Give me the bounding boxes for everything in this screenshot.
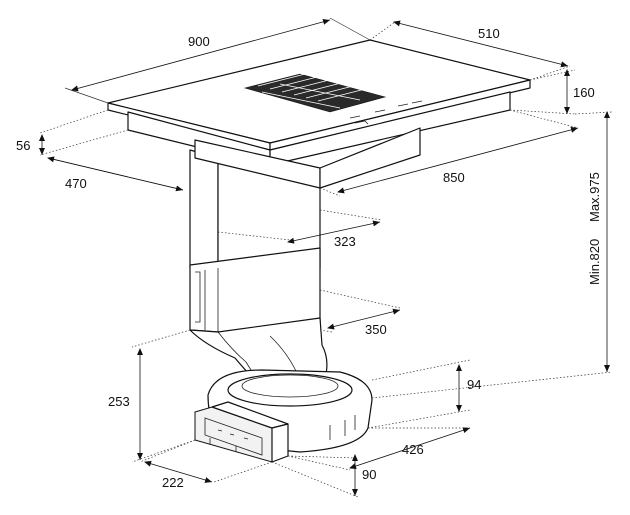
dim-label-min-820: Min.820: [587, 239, 602, 285]
dim-90: 90: [271, 454, 376, 498]
dim-label-850: 850: [443, 170, 465, 185]
dim-total-height: Min.820 Max.975: [371, 111, 613, 399]
dim-160: 160: [509, 69, 595, 115]
dim-94: 94: [367, 359, 481, 429]
dim-850: 850: [319, 109, 579, 197]
dim-label-222: 222: [162, 475, 184, 490]
dim-253: 253: [108, 329, 196, 463]
dim-350: 350: [319, 289, 401, 337]
outlet-flange: [194, 401, 289, 463]
dim-label-350: 350: [365, 322, 387, 337]
dim-label-56: 56: [16, 138, 30, 153]
dim-470: 470: [47, 156, 184, 192]
dim-label-94: 94: [467, 377, 481, 392]
dim-900: 900: [64, 17, 371, 104]
dim-label-900: 900: [188, 34, 210, 49]
dim-323: 323: [217, 209, 383, 249]
dim-label-160: 160: [573, 85, 595, 100]
dim-426: 426: [287, 427, 471, 471]
dim-label-426: 426: [402, 442, 424, 457]
dim-222: 222: [139, 439, 273, 490]
dim-label-253: 253: [108, 394, 130, 409]
dim-56: 56: [16, 109, 129, 156]
dim-510: 510: [369, 20, 571, 81]
dim-label-max-975: Max.975: [587, 172, 602, 222]
dim-label-510: 510: [478, 26, 500, 41]
dim-label-470: 470: [65, 176, 87, 191]
dim-label-90: 90: [362, 467, 376, 482]
hob-body: [107, 39, 531, 189]
dim-label-323: 323: [334, 234, 356, 249]
duct-tower: [189, 149, 328, 389]
